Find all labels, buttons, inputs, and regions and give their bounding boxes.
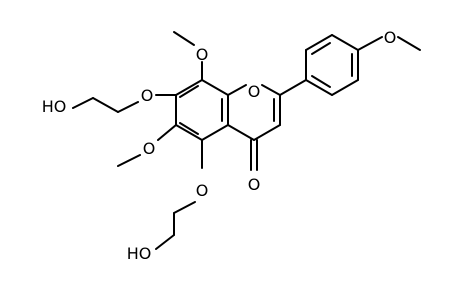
bond-ch2-ch2-c7 [92, 97, 119, 113]
bond-ph-inner-1 [311, 42, 331, 55]
c6-methoxy-oxygen-label: O [143, 139, 156, 158]
bond-c5-c6 [175, 124, 203, 141]
bond-c8-c8a [201, 79, 229, 96]
c8-methoxy-oxygen-label: O [196, 45, 209, 64]
bond-ph-inner-3 [311, 75, 331, 88]
bond-c4a-c5 [201, 124, 229, 141]
aryl-methoxy-oxygen-label: O [384, 28, 397, 47]
bond-o-ch2-c7 [117, 101, 139, 113]
bond-c3-c4 [253, 124, 281, 141]
ring-oxygen-label: O [248, 82, 261, 101]
bond-c7-c8 [175, 79, 203, 96]
bond-o-ch3-aryl [397, 36, 421, 51]
bond-c4-c4a [227, 124, 255, 141]
carbonyl-oxygen-label: O [248, 175, 261, 194]
bond-ph-2 [305, 34, 333, 51]
bond-o-ch3-c8 [173, 31, 195, 46]
bond-ch2-oh-c7 [72, 97, 94, 109]
bond-ch2-oh-c5 [155, 234, 175, 250]
hydroxyl-top-label: HO [42, 97, 67, 116]
bond-inner-a3 [179, 85, 199, 98]
bond-o-ch2-c5 [173, 201, 196, 214]
c7-ether-oxygen-label: O [141, 86, 154, 105]
bond-c4p-o [357, 36, 383, 51]
bond-o-ch3-c6 [117, 154, 141, 167]
bond-c8a-o1 [227, 84, 247, 96]
bond-c6-o [157, 124, 177, 141]
c5-ether-oxygen-label: O [196, 181, 209, 200]
bond-o1-c2 [261, 84, 281, 96]
bond-ph-3 [331, 34, 359, 51]
bond-inner-a2 [179, 122, 199, 135]
bond-ph-6 [305, 79, 333, 96]
bond-ph-5 [331, 79, 359, 96]
hydroxyl-bottom-label: HO [127, 244, 152, 263]
bond-c2-c1p [279, 79, 307, 96]
